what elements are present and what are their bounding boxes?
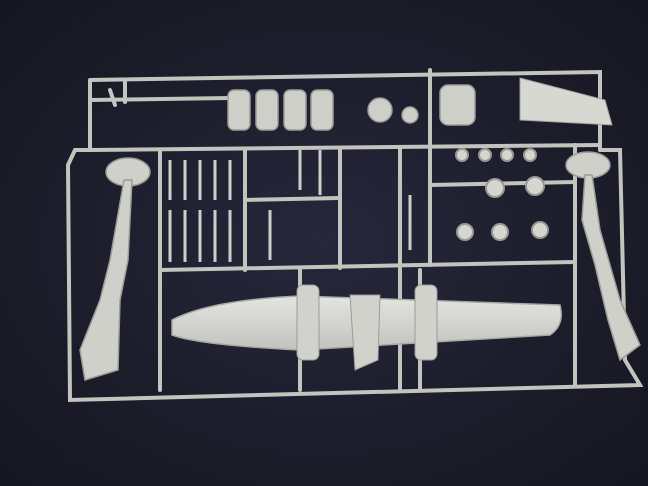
- canopy-part: [519, 77, 613, 126]
- wheel-parts: [455, 148, 549, 241]
- small-parts-left: [168, 150, 412, 262]
- engine-parts: [227, 84, 476, 131]
- engine-nacelles: [296, 284, 438, 371]
- fuselage-halves: [79, 151, 641, 381]
